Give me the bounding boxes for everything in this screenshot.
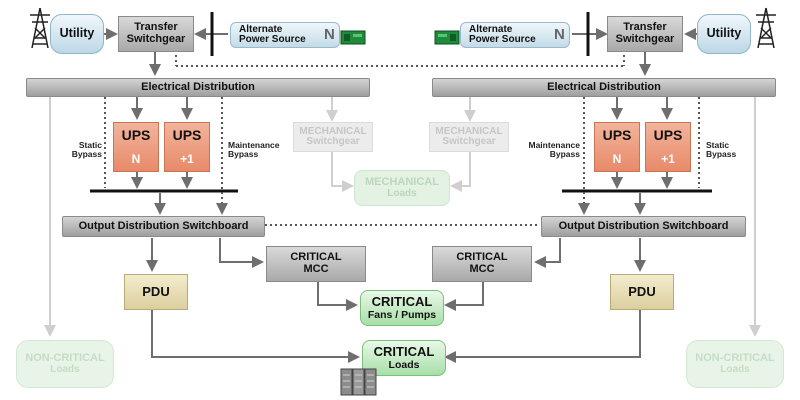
non-critical-loads-left: NON-CRITICAL Loads xyxy=(16,340,114,388)
non-critical-loads-right: NON-CRITICAL Loads xyxy=(686,340,784,388)
mechanical-switchgear-right: MECHANICAL Switchgear xyxy=(429,122,509,152)
alternate-label-line1: Alternate xyxy=(469,23,513,35)
output-distribution-switchboard-right: Output Distribution Switchboard xyxy=(541,216,746,237)
static-bypass-label-left: Static Bypass xyxy=(71,140,102,160)
ups-n-right: UPS N xyxy=(594,122,640,172)
alternate-label-line2: Power Source xyxy=(469,34,536,45)
ups-label: UPS xyxy=(172,127,202,144)
ups-n-left: UPS N xyxy=(113,122,159,172)
transfer-label-line2: Switchgear xyxy=(126,33,186,45)
maintenance-bypass-label-right: Maintenance Bypass xyxy=(528,140,581,160)
transfer-switchgear-left: Transfer Switchgear xyxy=(118,16,194,52)
alternate-badge: N xyxy=(554,26,565,43)
static-bypass-label-right: Static Bypass xyxy=(706,140,737,160)
transfer-switchgear-right: Transfer Switchgear xyxy=(607,16,683,52)
electrical-distribution-left: Electrical Distribution xyxy=(26,78,370,97)
transfer-label-line2: Switchgear xyxy=(615,33,675,45)
ups-plus1-label: +1 xyxy=(661,152,675,167)
critical-fans-pumps: CRITICAL Fans / Pumps xyxy=(360,290,444,326)
transfer-label-line1: Transfer xyxy=(623,21,667,34)
generator-icon xyxy=(434,30,460,45)
utility-box-right: Utility xyxy=(697,14,751,54)
mechanical-loads: MECHANICAL Loads xyxy=(354,170,450,206)
alternate-badge: N xyxy=(324,26,335,43)
server-rack-icon xyxy=(340,368,377,396)
transmission-tower-icon xyxy=(30,7,50,49)
generator-icon xyxy=(340,30,366,45)
maintenance-bypass-label-left: Maintenance Bypass xyxy=(228,140,280,160)
pdu-right: PDU xyxy=(610,274,674,310)
critical-mcc-right: CRITICAL MCC xyxy=(432,246,532,282)
utility-label: Utility xyxy=(706,26,742,41)
critical-mcc-left: CRITICAL MCC xyxy=(266,246,366,282)
ups-plus1-left: UPS +1 xyxy=(164,122,210,172)
electrical-distribution-label: Electrical Distribution xyxy=(547,80,661,93)
ups-label: UPS xyxy=(121,127,151,144)
ups-n-label: N xyxy=(131,152,141,167)
ups-label: UPS xyxy=(602,127,632,144)
alternate-power-source-left: Alternate Power Source N xyxy=(230,22,340,48)
alternate-label-line2: Power Source xyxy=(239,34,306,45)
alternate-label-line1: Alternate xyxy=(239,23,283,35)
output-distribution-switchboard-left: Output Distribution Switchboard xyxy=(62,216,265,237)
ups-n-label: N xyxy=(612,152,622,167)
critical-loads: CRITICAL Loads xyxy=(362,340,446,376)
transmission-tower-icon xyxy=(756,7,776,49)
ups-label: UPS xyxy=(653,127,683,144)
transfer-label-line1: Transfer xyxy=(134,21,178,34)
utility-label: Utility xyxy=(59,26,95,41)
pdu-left: PDU xyxy=(124,274,188,310)
electrical-distribution-label: Electrical Distribution xyxy=(141,80,255,93)
ups-plus1-label: +1 xyxy=(180,152,194,167)
alternate-power-source-right: Alternate Power Source N xyxy=(460,22,570,48)
electrical-distribution-right: Electrical Distribution xyxy=(432,78,776,97)
utility-box-left: Utility xyxy=(50,14,104,54)
mechanical-switchgear-left: MECHANICAL Switchgear xyxy=(293,122,373,152)
ups-plus1-right: UPS +1 xyxy=(645,122,691,172)
